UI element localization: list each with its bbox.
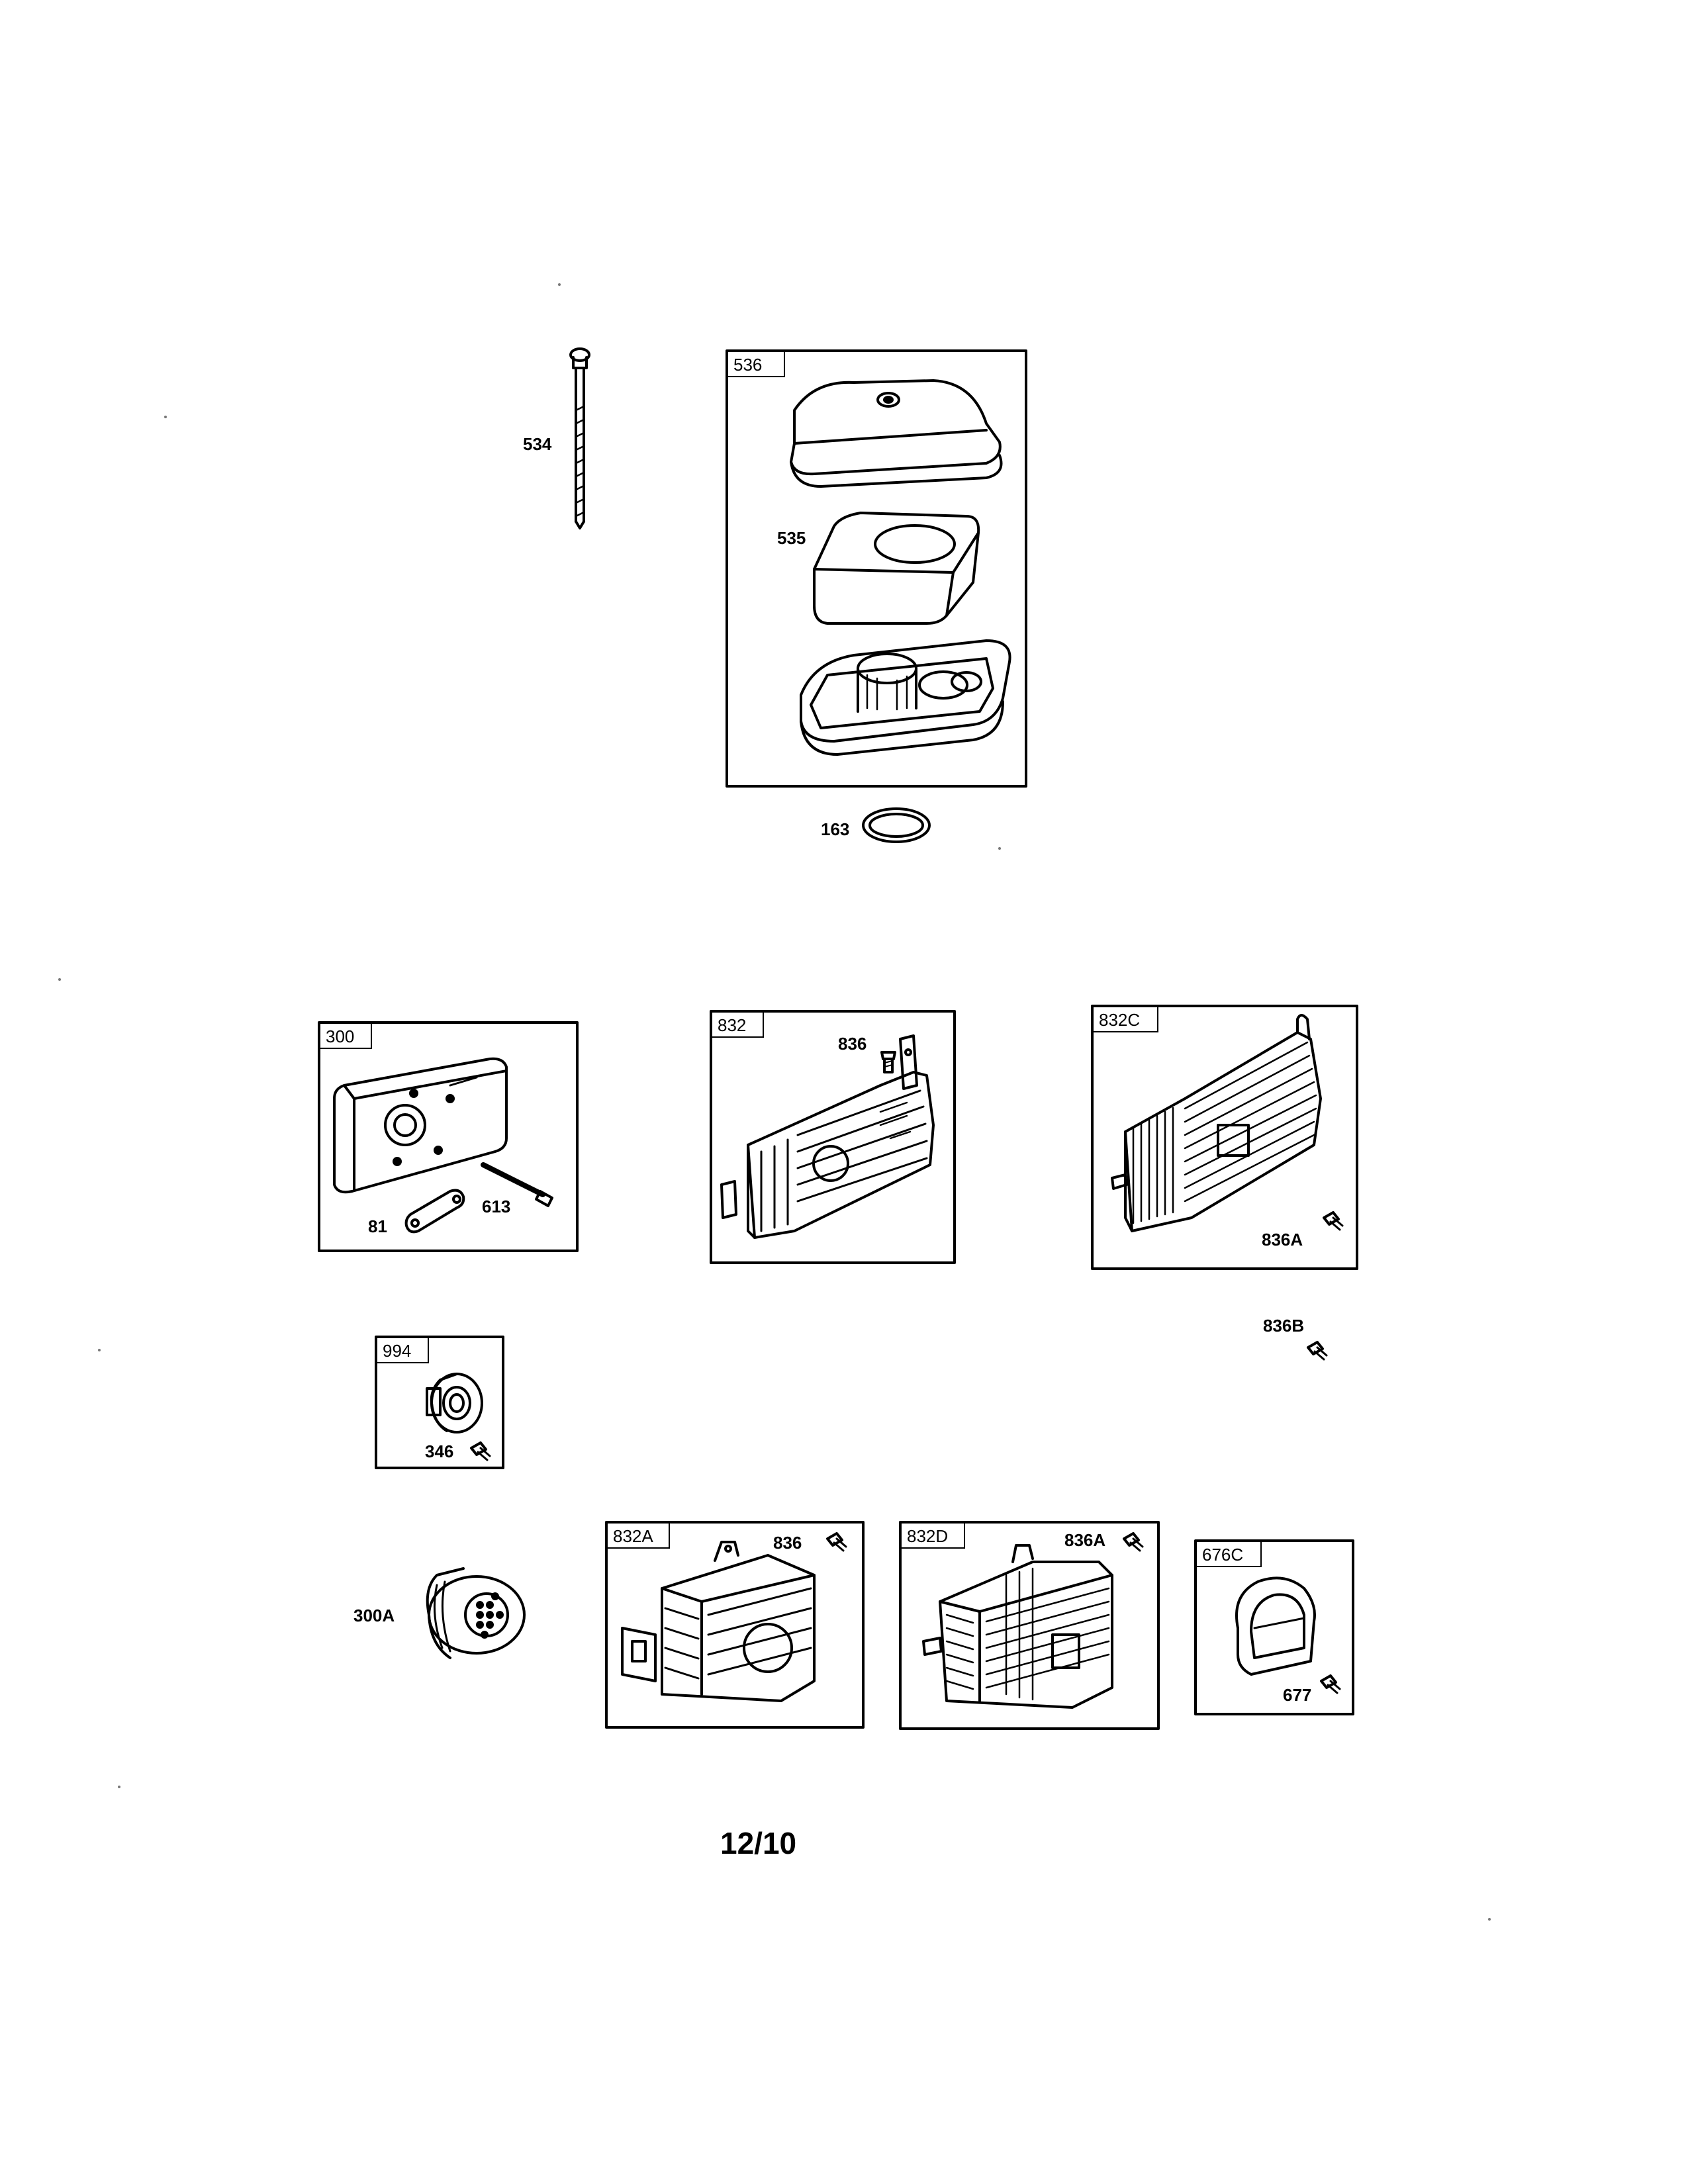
group-label-832d: 832D <box>900 1522 965 1549</box>
date-code: 12/10 <box>720 1826 797 1860</box>
deflector-676c-drawing <box>1194 1539 1354 1715</box>
scan-specks <box>58 283 1491 1921</box>
group-label-832a: 832A <box>606 1522 670 1549</box>
group-label-994: 994 <box>376 1337 429 1363</box>
callout-81: 81 <box>368 1216 387 1236</box>
callout-534: 534 <box>523 434 552 454</box>
guard-832-drawing <box>710 1010 956 1264</box>
callout-677: 677 <box>1283 1685 1312 1705</box>
group-label-832c: 832C <box>1092 1006 1158 1032</box>
callout-836a-guard-832d: 836A <box>1064 1530 1106 1550</box>
kit-994-drawing <box>375 1336 504 1469</box>
callout-300a: 300A <box>353 1606 395 1625</box>
group-label-536: 536 <box>727 351 785 377</box>
muffler-300-drawing <box>318 1021 579 1252</box>
bolt-534-drawing <box>569 347 590 529</box>
gasket-163-drawing <box>862 807 931 843</box>
callout-836-guard-832a: 836 <box>773 1533 802 1553</box>
callout-535: 535 <box>777 528 806 548</box>
muffler-300a-drawing <box>426 1567 526 1659</box>
guard-832a-drawing <box>605 1521 865 1729</box>
guard-832d-drawing <box>899 1521 1160 1730</box>
screw-836b-drawing <box>1307 1341 1328 1361</box>
air-cleaner-536-drawing <box>726 349 1027 788</box>
group-label-832: 832 <box>711 1011 764 1038</box>
guard-832c-drawing <box>1091 1005 1358 1270</box>
group-label-676c: 676C <box>1196 1541 1262 1567</box>
callout-163: 163 <box>821 819 850 839</box>
callout-836a-guard-832c: 836A <box>1262 1230 1303 1250</box>
group-label-300: 300 <box>319 1023 372 1049</box>
callout-836-guard-832: 836 <box>838 1034 867 1054</box>
callout-613: 613 <box>482 1197 511 1216</box>
callout-836b: 836B <box>1263 1316 1305 1336</box>
callout-346: 346 <box>425 1441 454 1461</box>
